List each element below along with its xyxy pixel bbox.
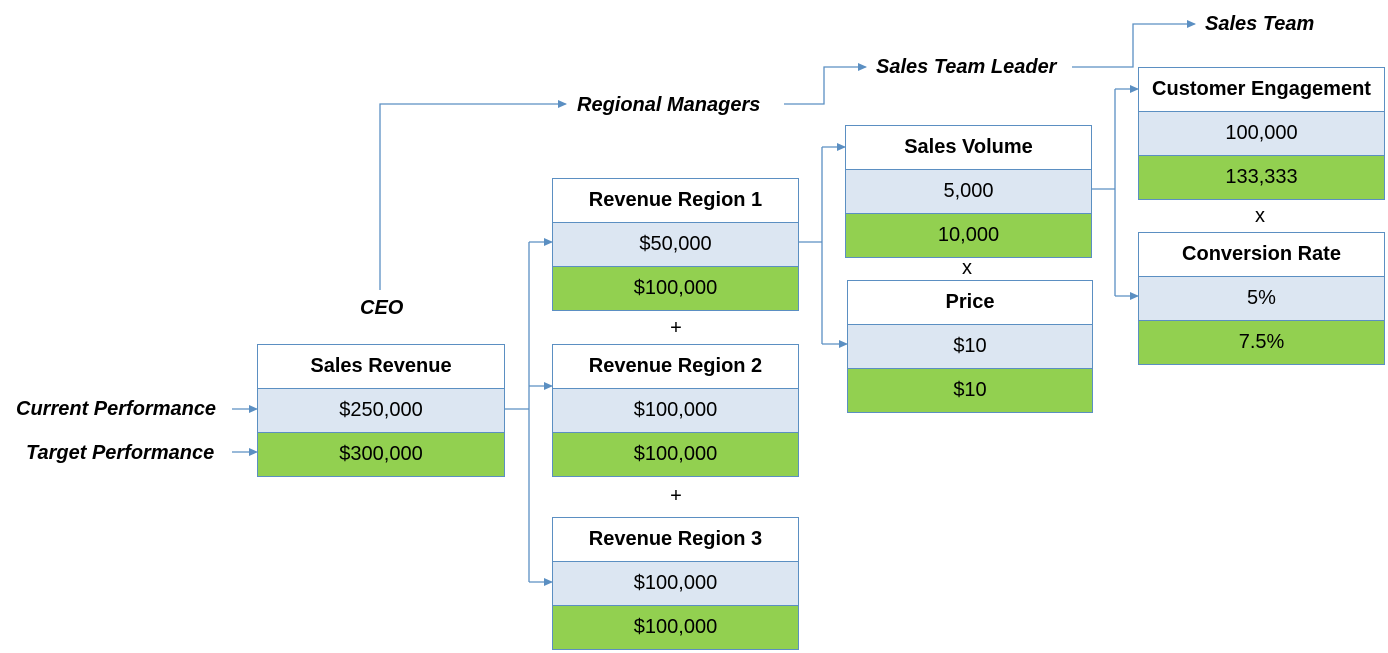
plus-operator-1: + bbox=[670, 317, 682, 339]
sales-revenue-title: Sales Revenue bbox=[258, 345, 504, 389]
regional-managers-to-team-leader-arrow bbox=[784, 63, 867, 105]
conversion-rate-current: 5% bbox=[1139, 277, 1384, 321]
target-performance-label: Target Performance bbox=[26, 442, 215, 464]
sales-volume-title: Sales Volume bbox=[846, 126, 1091, 170]
revenue-region-3-box: Revenue Region 3 $100,000 $100,000 bbox=[552, 517, 799, 650]
sales-volume-current: 5,000 bbox=[846, 170, 1091, 214]
revenue-region-3-current: $100,000 bbox=[553, 562, 798, 606]
sales-revenue-box: Sales Revenue $250,000 $300,000 bbox=[257, 344, 505, 477]
current-performance-label: Current Performance bbox=[16, 398, 217, 420]
revenue-region-1-target: $100,000 bbox=[553, 267, 798, 310]
team-leader-to-sales-team-arrow bbox=[1072, 20, 1196, 68]
revenue-region-2-current: $100,000 bbox=[553, 389, 798, 433]
sales-team-leader-label: Sales Team Leader bbox=[876, 56, 1057, 78]
price-box: Price $10 $10 bbox=[847, 280, 1093, 413]
times-operator-2: x bbox=[1255, 205, 1265, 227]
customer-engagement-box: Customer Engagement 100,000 133,333 bbox=[1138, 67, 1385, 200]
ceo-to-regional-managers-arrow bbox=[379, 100, 567, 290]
plus-operator-2: + bbox=[670, 485, 682, 507]
customer-engagement-title: Customer Engagement bbox=[1139, 68, 1384, 112]
ceo-label: CEO bbox=[360, 297, 404, 319]
sales-revenue-target: $300,000 bbox=[258, 433, 504, 476]
revenue-region-1-current: $50,000 bbox=[553, 223, 798, 267]
sales-team-label: Sales Team bbox=[1205, 13, 1315, 35]
revenue-region-2-title: Revenue Region 2 bbox=[553, 345, 798, 389]
revenue-region-1-title: Revenue Region 1 bbox=[553, 179, 798, 223]
times-operator-1: x bbox=[962, 257, 972, 279]
sales-revenue-current: $250,000 bbox=[258, 389, 504, 433]
regional-managers-label: Regional Managers bbox=[577, 94, 761, 116]
revenue-region-2-target: $100,000 bbox=[553, 433, 798, 476]
revenue-region-3-target: $100,000 bbox=[553, 606, 798, 649]
conversion-rate-box: Conversion Rate 5% 7.5% bbox=[1138, 232, 1385, 365]
price-title: Price bbox=[848, 281, 1092, 325]
revenue-region-1-box: Revenue Region 1 $50,000 $100,000 bbox=[552, 178, 799, 311]
sales-volume-box: Sales Volume 5,000 10,000 bbox=[845, 125, 1092, 258]
revenue-region-2-box: Revenue Region 2 $100,000 $100,000 bbox=[552, 344, 799, 477]
customer-engagement-target: 133,333 bbox=[1139, 156, 1384, 199]
conversion-rate-title: Conversion Rate bbox=[1139, 233, 1384, 277]
sales-volume-target: 10,000 bbox=[846, 214, 1091, 257]
price-current: $10 bbox=[848, 325, 1092, 369]
customer-engagement-current: 100,000 bbox=[1139, 112, 1384, 156]
revenue-region-3-title: Revenue Region 3 bbox=[553, 518, 798, 562]
price-target: $10 bbox=[848, 369, 1092, 412]
conversion-rate-target: 7.5% bbox=[1139, 321, 1384, 364]
